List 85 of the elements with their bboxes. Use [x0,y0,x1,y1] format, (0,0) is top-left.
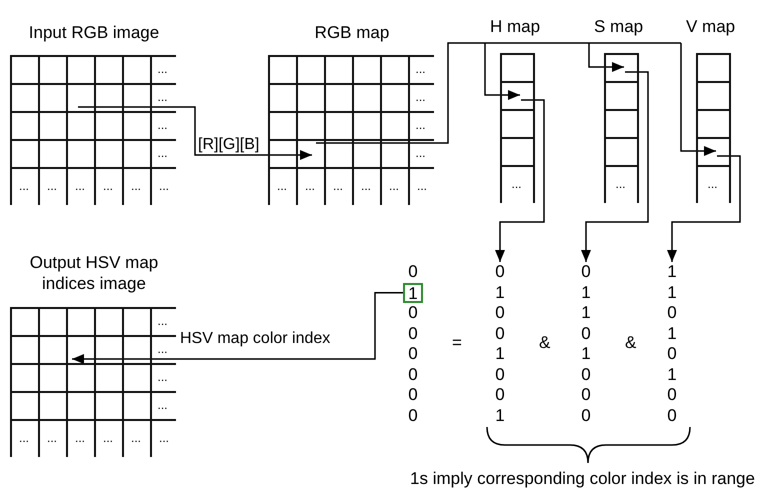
bit-value: 0 [580,324,592,344]
grid-title: Output HSV map indices image [28,252,160,294]
arrow [484,43,520,100]
caption-note: 1s imply corresponding color index is in range [409,468,756,489]
arrow [588,43,624,72]
ellipsis: ... [414,147,426,159]
ellipsis: ... [706,178,718,190]
bit-value: 0 [407,406,419,426]
bit-value: 0 [407,344,419,364]
bit-value: 1 [494,282,506,303]
bit-value: 0 [494,303,506,324]
grid-title: RGB map [314,22,390,43]
ellipsis: ... [276,180,288,192]
bit-value: 0 [407,324,419,344]
ellipsis: ... [414,91,426,103]
grid-title: S map [594,16,644,37]
ellipsis: ... [332,180,344,192]
ellipsis: ... [46,180,58,192]
arrow [495,99,545,262]
bit-value: 0 [580,262,592,282]
ellipsis: ... [156,147,168,159]
ellipsis: ... [130,432,142,444]
highlighted-bit: 1 [403,282,423,303]
ellipsis: ... [46,432,58,444]
ellipsis: ... [156,399,168,411]
bit-value: 0 [494,324,506,344]
ellipsis: ... [156,91,168,103]
operator-symbol: & [625,332,636,353]
bit-value: 1 [666,324,678,344]
grid-title: H map [490,16,540,37]
operator-symbol: = [452,332,462,353]
bit-value: 1 [580,303,592,324]
edge-label: [R][G][B] [198,136,260,154]
bit-value: 0 [407,262,419,282]
ellipsis: ... [74,432,86,444]
bit-value: 0 [494,385,506,406]
ellipsis: ... [130,180,142,192]
grid-title: V map [686,16,736,37]
ellipsis: ... [74,180,86,192]
arrow [680,43,716,156]
ellipsis: ... [158,432,170,444]
ellipsis: ... [102,432,114,444]
bit-value: 1 [666,364,678,385]
ellipsis: ... [414,119,426,131]
bit-value: 1 [580,282,592,303]
bit-value: 0 [407,385,419,406]
ellipsis: ... [156,315,168,327]
ellipsis: ... [158,180,170,192]
arrow [581,71,649,262]
ellipsis: ... [416,180,428,192]
bit-value: 0 [580,364,592,385]
ellipsis: ... [304,180,316,192]
edge-label: HSV map color index [180,330,330,348]
bit-value: 0 [407,303,419,324]
ellipsis: ... [360,180,372,192]
ellipsis: ... [156,371,168,383]
bit-value: 0 [666,385,678,406]
bit-value: 0 [407,364,419,385]
bit-value: 0 [666,406,678,426]
bit-value: 1 [666,262,678,282]
ellipsis: ... [156,119,168,131]
ellipsis: ... [614,178,626,190]
arrow [72,292,403,364]
ellipsis: ... [510,178,522,190]
bit-value: 0 [580,385,592,406]
bit-value: 0 [666,344,678,364]
bit-value: 0 [666,303,678,324]
arrow [78,106,312,160]
bit-value: 0 [580,406,592,426]
ellipsis: ... [156,63,168,75]
bit-value: 0 [494,262,506,282]
ellipsis: ... [156,343,168,355]
ellipsis: ... [388,180,400,192]
bit-value: 1 [666,282,678,303]
ellipsis: ... [414,63,426,75]
ellipsis: ... [18,180,30,192]
grid-title: Input RGB image [28,22,160,43]
bit-value: 1 [580,344,592,364]
ellipsis: ... [18,432,30,444]
bit-value: 1 [494,344,506,364]
arrow [667,155,741,262]
bit-value: 1 [494,406,506,426]
bit-value: 0 [494,364,506,385]
operator-symbol: & [539,332,550,353]
ellipsis: ... [102,180,114,192]
